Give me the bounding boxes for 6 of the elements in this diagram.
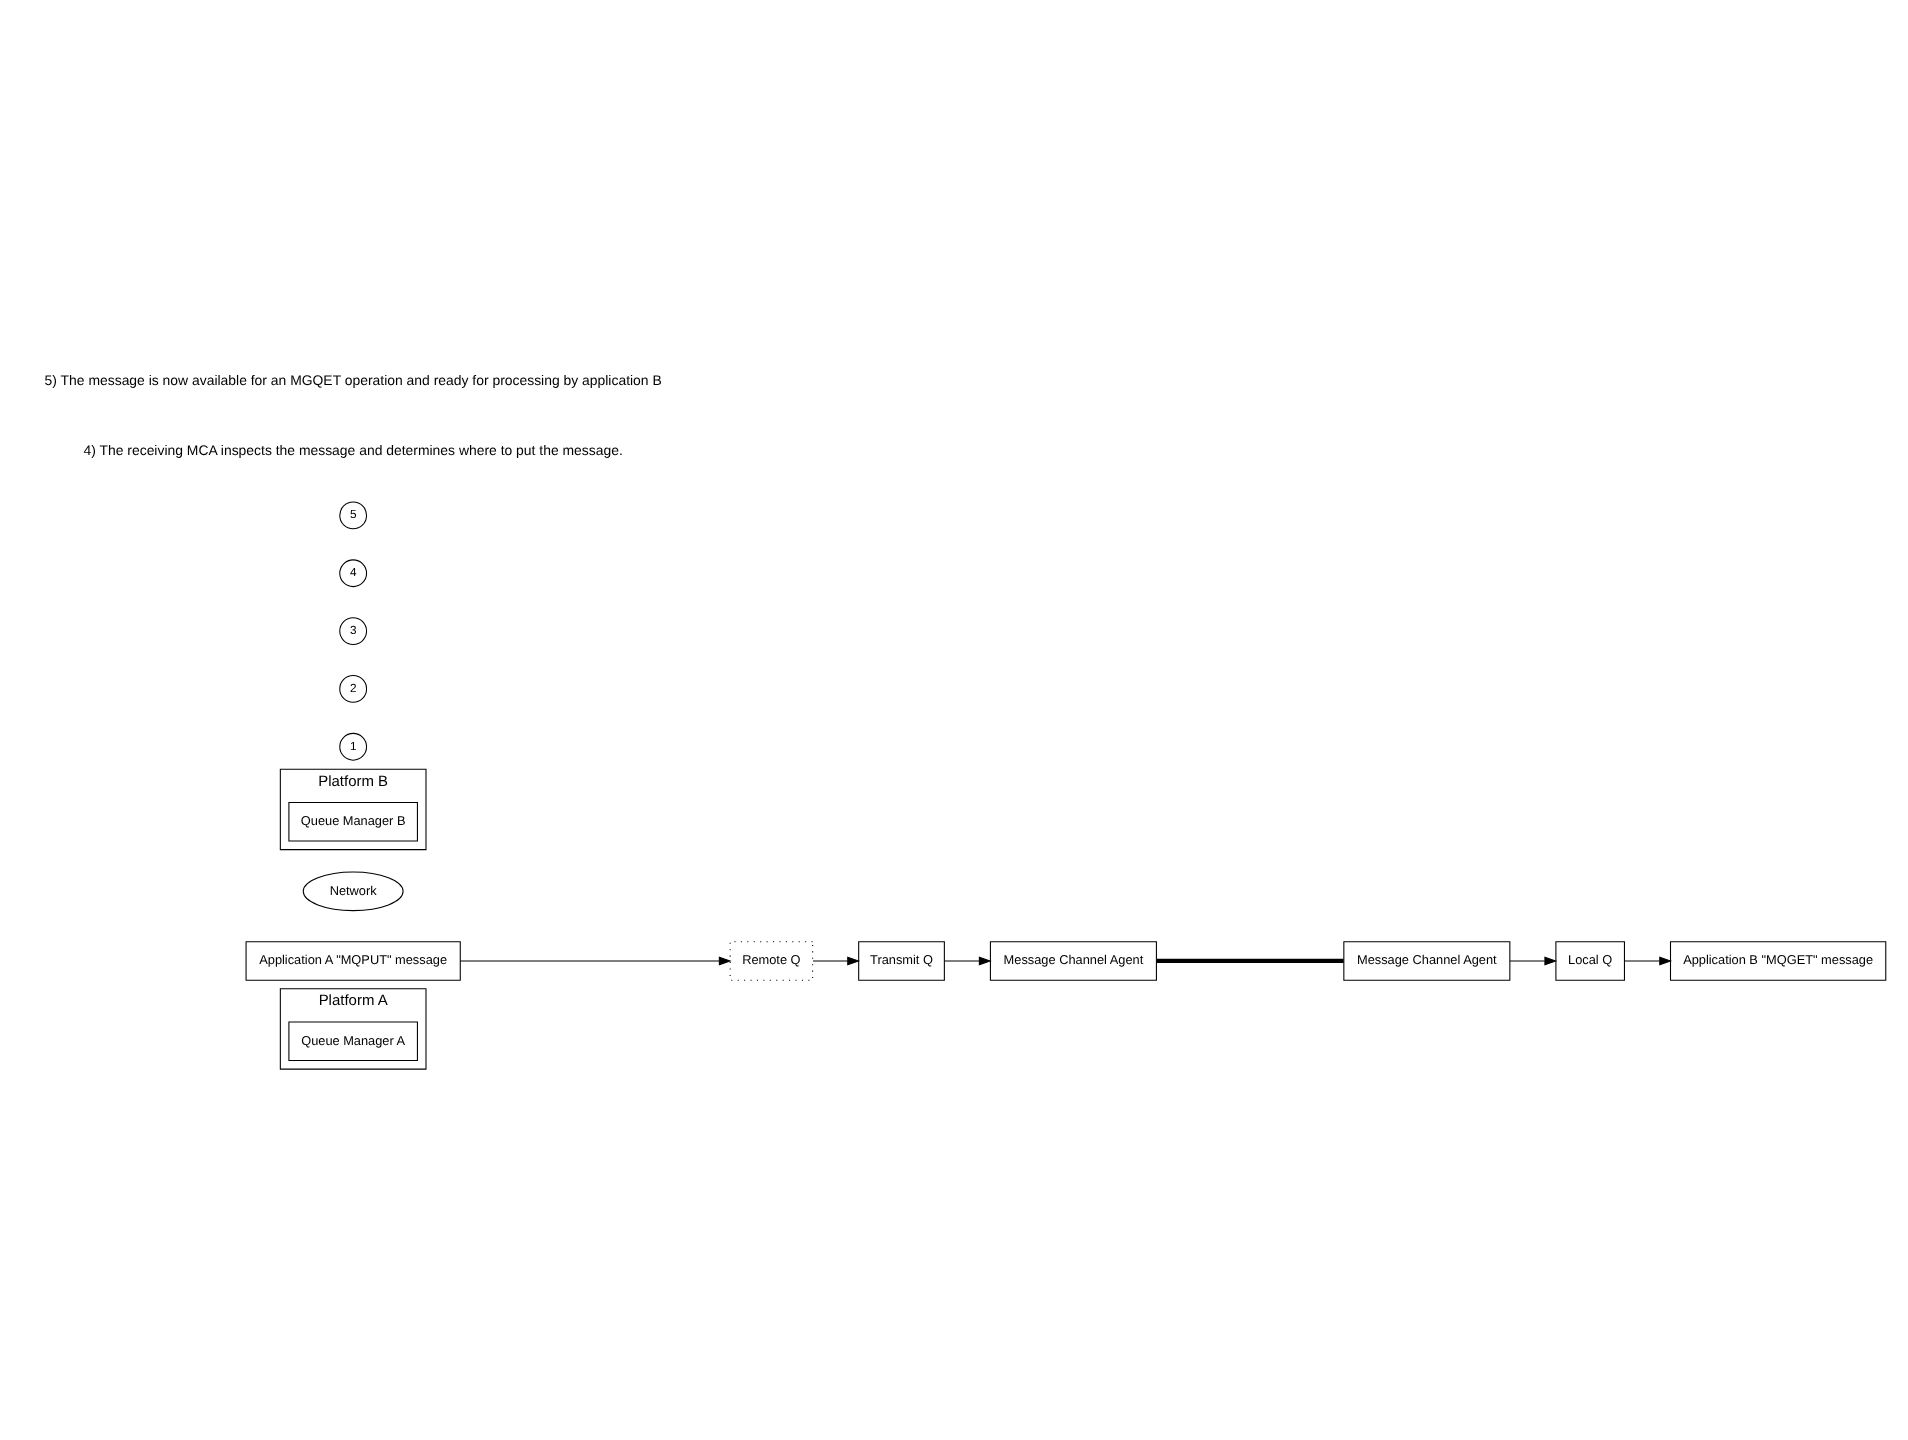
arrow <box>1509 956 1558 966</box>
arrow <box>1623 956 1673 966</box>
arrow <box>459 956 732 966</box>
arrow <box>812 956 861 966</box>
connector <box>1156 958 1344 964</box>
arrow <box>944 956 992 966</box>
